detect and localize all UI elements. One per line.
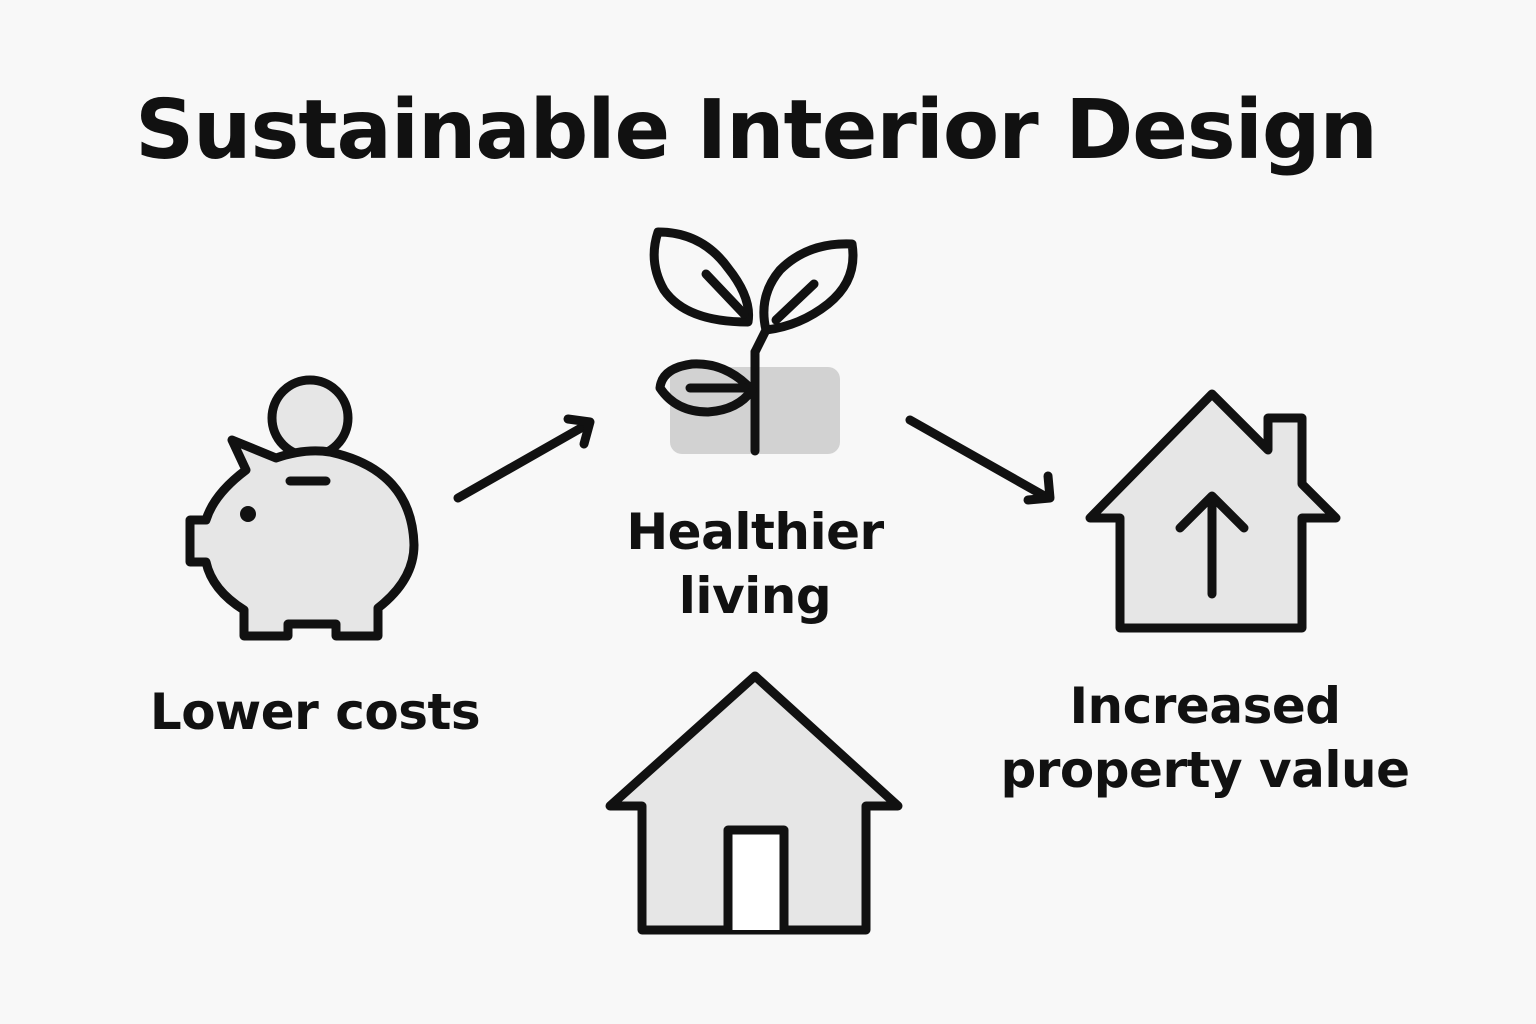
house-icon [605, 671, 903, 935]
arrow-right-up-icon [453, 414, 595, 503]
page-title: Sustainable Interior Design [135, 83, 1378, 178]
healthier-living-label: Healthier living [626, 503, 884, 625]
plant-sprout-icon [649, 227, 858, 456]
house-up-arrow-icon [1085, 389, 1341, 633]
piggy-bank-icon [185, 375, 419, 641]
increased-property-value-label: Increased property value [1000, 677, 1410, 799]
lower-costs-label: Lower costs [149, 683, 481, 741]
arrow-right-down-icon [905, 415, 1055, 505]
